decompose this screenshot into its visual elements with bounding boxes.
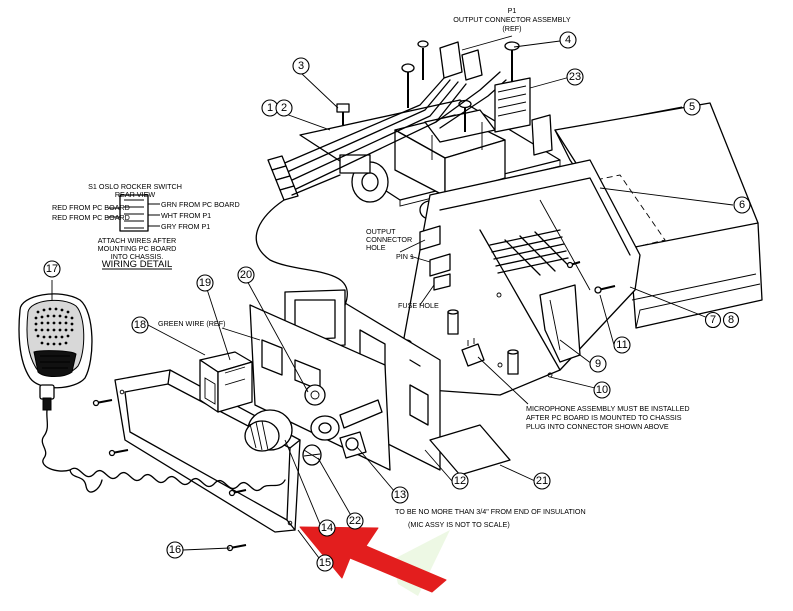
chassis-part: [399, 159, 641, 396]
insulation-note: TO BE NO MORE THAN 3/4" FROM END OF INSU…: [395, 507, 586, 529]
fuse-holder-13: [339, 431, 367, 459]
svg-text:13: 13: [394, 489, 406, 501]
ref-label: (REF): [502, 24, 521, 33]
output-connector-hole: [419, 225, 451, 291]
green-wire-label: GREEN WIRE (REF): [158, 319, 225, 328]
callout-14: 14: [318, 519, 336, 537]
callout-12: 12: [451, 472, 469, 490]
pin-1-label: PIN 1: [396, 252, 414, 261]
svg-text:7: 7: [710, 314, 716, 326]
svg-text:19: 19: [199, 277, 211, 289]
svg-text:10: 10: [596, 384, 608, 396]
svg-text:MICROPHONE ASSEMBLY MUST BE IN: MICROPHONE ASSEMBLY MUST BE INSTALLED: [526, 404, 690, 413]
front-panel-insert: [249, 289, 391, 471]
svg-text:16: 16: [169, 544, 181, 556]
callout-17: 17: [43, 260, 61, 278]
svg-text:9: 9: [595, 358, 601, 370]
svg-text:MOUNTING PC BOARD: MOUNTING PC BOARD: [98, 244, 177, 253]
callout-4: 4: [559, 31, 577, 49]
callout-15: 15: [316, 554, 334, 572]
svg-text:AFTER PC BOARD IS MOUNTED TO C: AFTER PC BOARD IS MOUNTED TO CHASSIS: [526, 413, 682, 422]
svg-text:WIRING DETAIL: WIRING DETAIL: [102, 259, 173, 270]
mic-jack-part: [310, 399, 383, 441]
svg-text:12: 12: [454, 475, 466, 487]
callout-23: 23: [566, 68, 584, 86]
callout-1-label: 1: [267, 102, 273, 114]
output-connector-assembly: [255, 41, 553, 306]
callout-18: 18: [131, 316, 149, 334]
rocker-switch-part: [199, 351, 253, 413]
volume-knob: [244, 409, 293, 452]
output-connector-note: P1 OUTPUT CONNECTOR ASSEMBLY (REF): [453, 6, 571, 33]
callout-11: 11: [613, 336, 631, 354]
svg-text:6: 6: [739, 199, 745, 211]
callout-5: 5: [683, 98, 701, 116]
svg-text:18: 18: [134, 319, 146, 331]
svg-text:GRN FROM PC BOARD: GRN FROM PC BOARD: [161, 200, 240, 209]
svg-text:CONNECTOR: CONNECTOR: [366, 235, 412, 244]
callout-6: 6: [733, 196, 751, 214]
svg-text:3: 3: [298, 60, 304, 72]
callout-9: 9: [589, 355, 607, 373]
output-connector-assembly-label: OUTPUT CONNECTOR ASSEMBLY: [453, 15, 571, 24]
microphone-note: MICROPHONE ASSEMBLY MUST BE INSTALLED AF…: [526, 404, 690, 431]
leader-lines: [51, 35, 734, 563]
svg-text:S1 OSLO ROCKER SWITCH: S1 OSLO ROCKER SWITCH: [88, 182, 182, 191]
bracket-part: [539, 284, 581, 363]
svg-text:ATTACH WIRES AFTER: ATTACH WIRES AFTER: [98, 236, 176, 245]
svg-text:23: 23: [569, 71, 581, 83]
callout-13: 13: [391, 486, 409, 504]
microphone-grille: [34, 307, 74, 346]
wiring-detail-text: S1 OSLO ROCKER SWITCH REAR VIEW RED FROM…: [52, 182, 240, 270]
svg-text:GRY FROM P1: GRY FROM P1: [161, 222, 210, 231]
output-connector-hole-note: OUTPUT CONNECTOR HOLE: [366, 227, 412, 252]
wiring-detail-inset: [102, 194, 172, 270]
knob-shaft-22: [302, 444, 322, 466]
microphone-assembly: [18, 293, 286, 493]
svg-text:4: 4: [565, 34, 571, 46]
svg-text:WHT FROM P1: WHT FROM P1: [161, 211, 211, 220]
callout-16: 16: [166, 541, 184, 559]
callout-2-label: 2: [281, 102, 287, 114]
gasket-part: [429, 424, 511, 476]
svg-text:22: 22: [349, 515, 361, 527]
p1-label: P1: [508, 6, 517, 15]
svg-text:INTO CHASSIS.: INTO CHASSIS.: [111, 252, 164, 261]
callout-19: 19: [196, 274, 214, 292]
fuse-hole-label: FUSE HOLE: [398, 301, 439, 310]
svg-text:15: 15: [319, 557, 331, 569]
svg-text:OUTPUT: OUTPUT: [366, 227, 396, 236]
svg-text:14: 14: [321, 522, 333, 534]
front-bezel-part: [114, 369, 301, 533]
svg-text:21: 21: [536, 475, 548, 487]
svg-text:TO BE NO MORE THAN 3/4" FROM E: TO BE NO MORE THAN 3/4" FROM END OF INSU…: [395, 507, 586, 516]
svg-text:REAR VIEW: REAR VIEW: [115, 190, 156, 199]
red-pointer-arrow: [299, 526, 450, 596]
callout-1-2: 1 2: [261, 99, 293, 117]
callout-7-8: 7 8: [704, 311, 740, 329]
callout-20: 20: [237, 266, 255, 284]
screws: [92, 40, 616, 552]
svg-text:PLUG INTO CONNECTOR SHOWN ABOV: PLUG INTO CONNECTOR SHOWN ABOVE: [526, 422, 669, 431]
svg-text:11: 11: [616, 339, 627, 351]
svg-text:20: 20: [240, 269, 252, 281]
svg-text:RED FROM PC BOARD: RED FROM PC BOARD: [52, 203, 130, 212]
svg-text:HOLE: HOLE: [366, 243, 386, 252]
callout-3: 3: [292, 57, 310, 75]
svg-text:8: 8: [728, 314, 734, 326]
svg-text:(MIC ASSY IS NOT TO SCALE): (MIC ASSY IS NOT TO SCALE): [408, 520, 510, 529]
svg-text:5: 5: [689, 101, 695, 113]
callout-21: 21: [533, 472, 551, 490]
callout-22: 22: [346, 512, 364, 530]
mic-connector-on-chassis: [461, 338, 485, 367]
svg-text:RED FROM PC BOARD: RED FROM PC BOARD: [52, 213, 130, 222]
svg-text:17: 17: [46, 263, 58, 275]
callout-10: 10: [593, 381, 611, 399]
